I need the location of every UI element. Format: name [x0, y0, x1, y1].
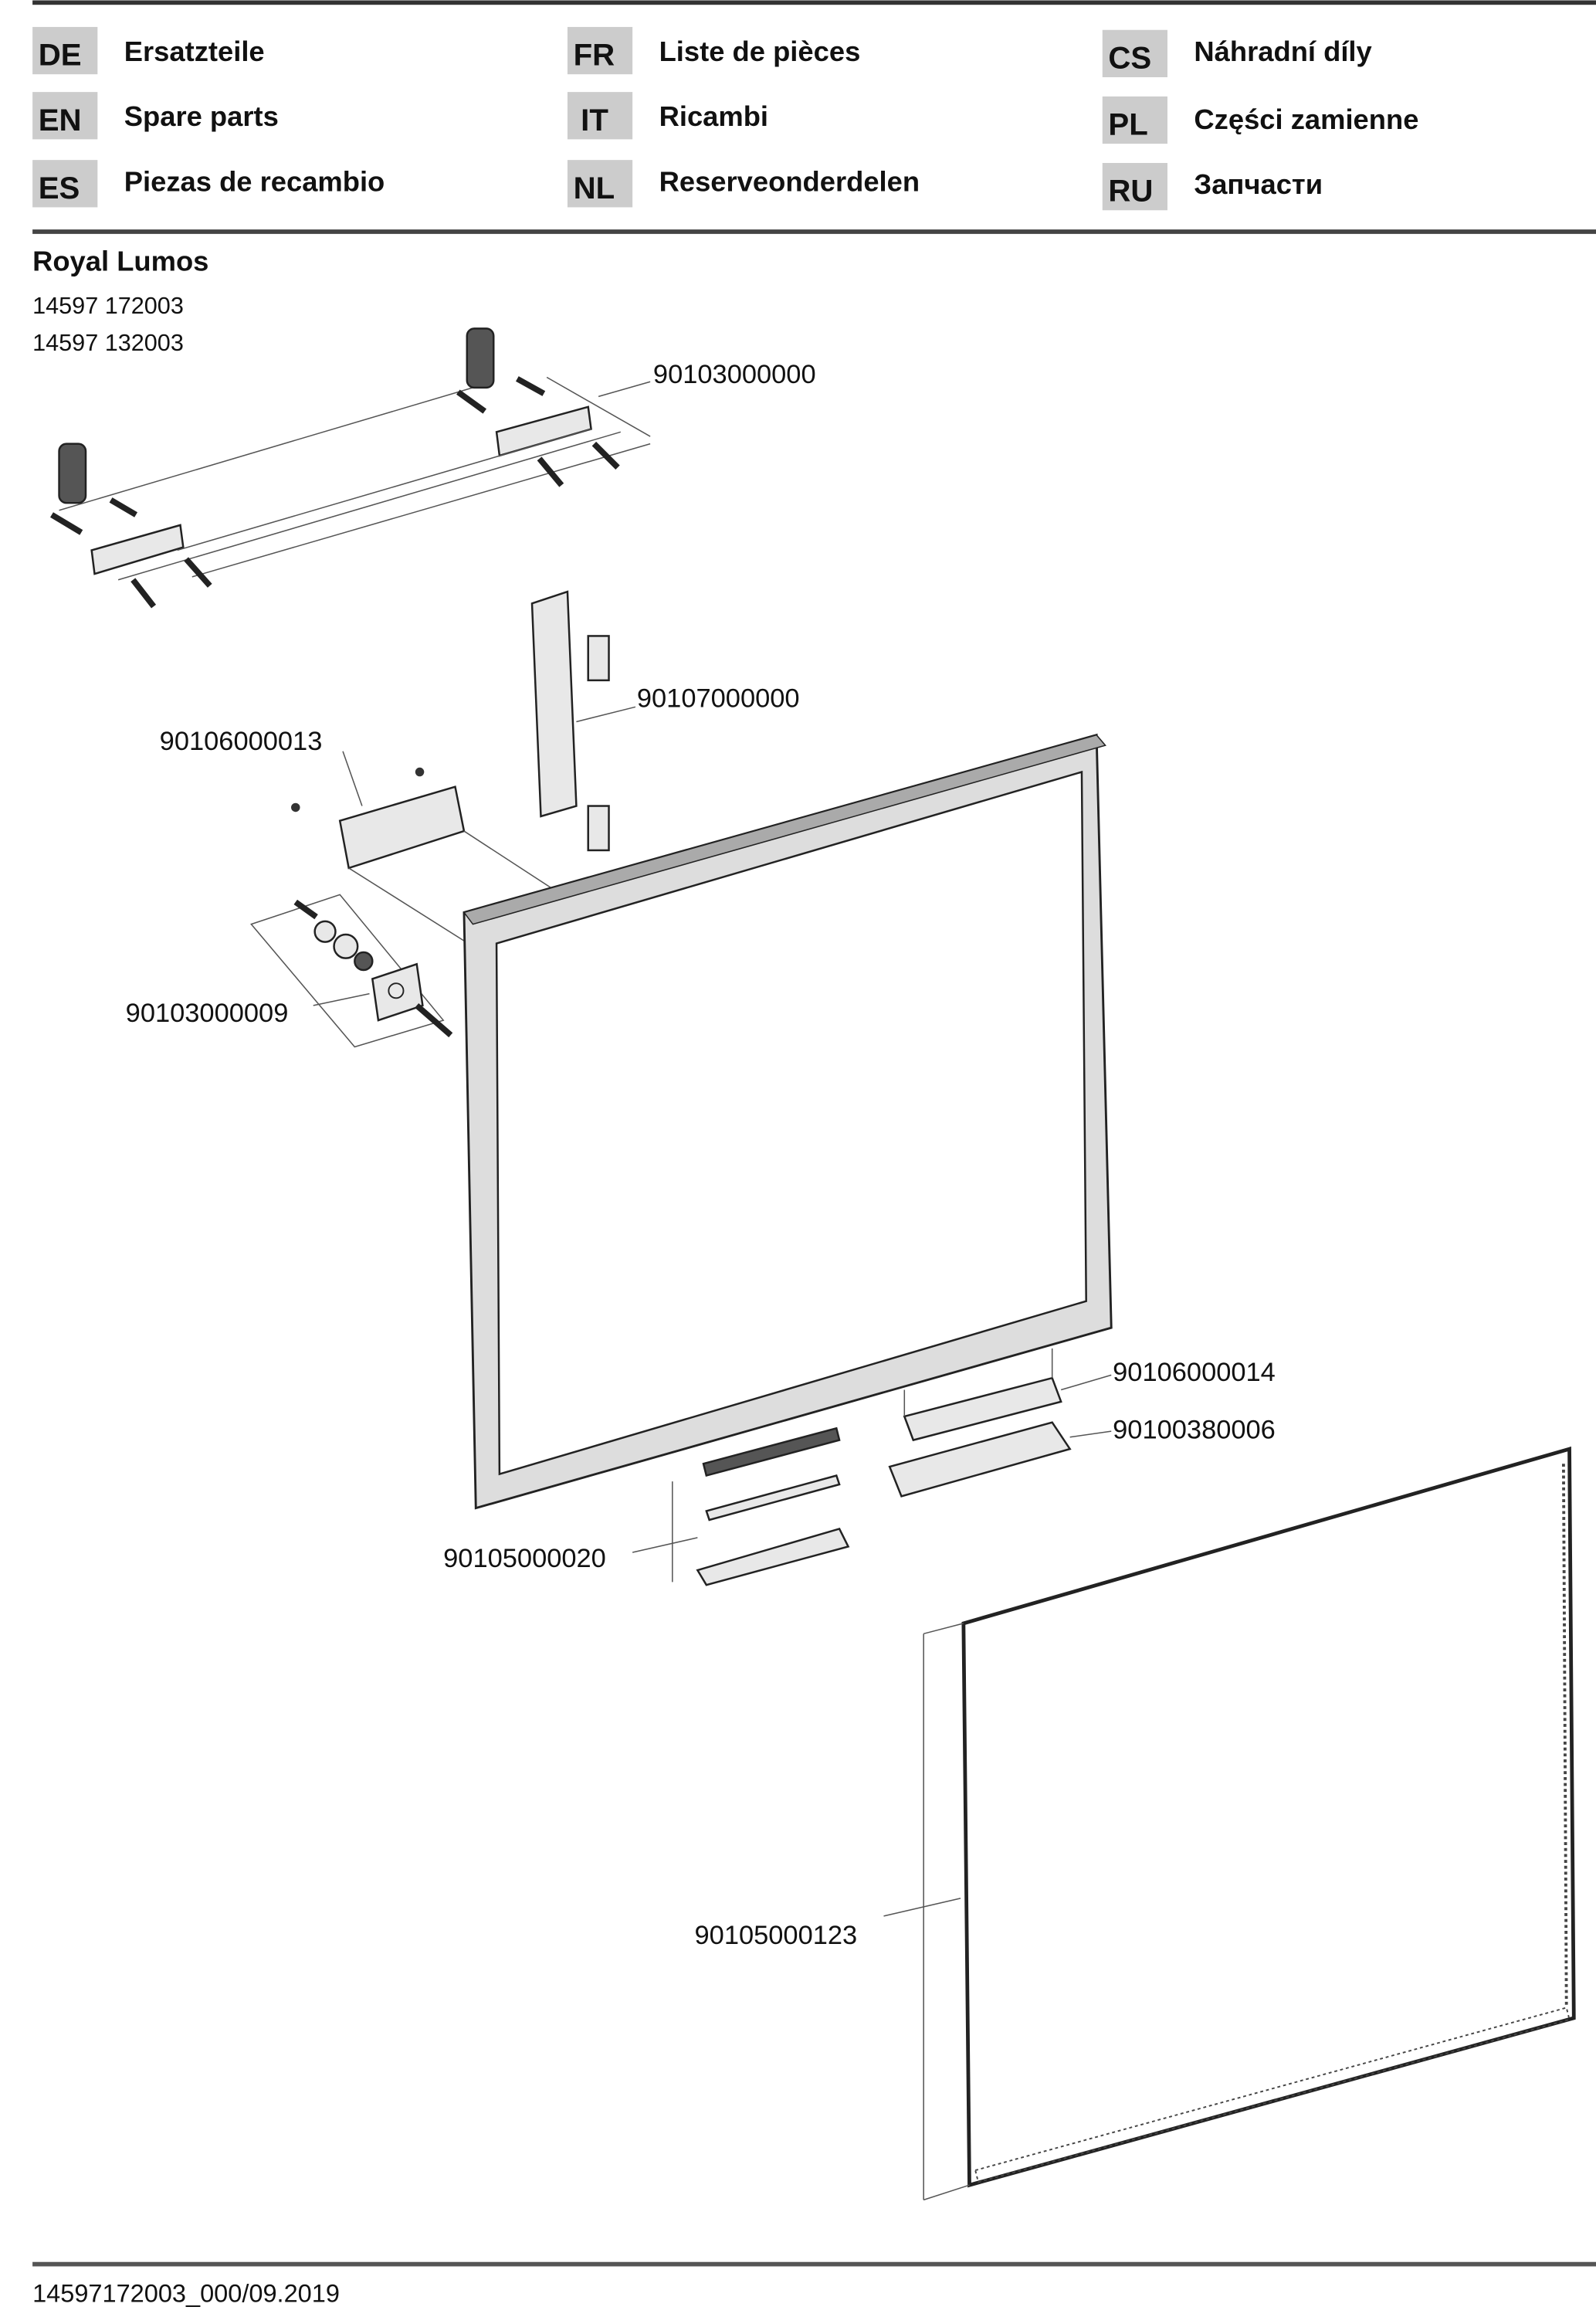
language-pl: PL Części zamienne: [1102, 96, 1418, 144]
header-rule: [32, 229, 1596, 234]
svg-text:PL: PL: [1108, 107, 1147, 142]
sensor-housing-drawing: [291, 767, 562, 948]
svg-text:IT: IT: [581, 103, 608, 137]
switch-set-drawing: [250, 894, 453, 1048]
part-number-label: 90103000000: [653, 360, 816, 389]
part-number-label: 90106000013: [160, 727, 323, 756]
language-en: EN Spare parts: [32, 92, 279, 140]
svg-text:Запчасти: Запчасти: [1194, 168, 1323, 200]
wall-mount-brackets-drawing: [50, 327, 651, 609]
language-nl: NL Reserveonderdelen: [567, 160, 920, 208]
svg-text:Części zamienne: Części zamienne: [1194, 103, 1418, 135]
svg-text:DE: DE: [39, 38, 82, 73]
language-fr: FR Liste de pièces: [567, 26, 861, 75]
article-number: 14597 132003: [32, 330, 184, 356]
svg-text:ES: ES: [39, 171, 80, 205]
language-list: DE Ersatzteile EN Spare parts ES Piezas de …: [32, 26, 1418, 211]
document-id: 14597172003_000/09.2019: [32, 2279, 340, 2307]
language-de: DE Ersatzteile: [32, 26, 265, 75]
svg-text:Reserveonderdelen: Reserveonderdelen: [659, 165, 920, 197]
top-rule: [32, 0, 1596, 5]
mirror-frame-drawing: [463, 733, 1113, 1510]
part-number-label: 90106000014: [1113, 1358, 1276, 1387]
language-ru: RU Запчасти: [1102, 162, 1323, 211]
light-strip-set-drawing: [672, 1426, 850, 1586]
back-panel-drawing: [923, 1446, 1576, 2201]
language-it: IT Ricambi: [567, 92, 768, 140]
language-cs: CS Náhradní díly: [1102, 29, 1373, 77]
part-number-label: 90105000020: [443, 1544, 606, 1573]
svg-text:Ricambi: Ricambi: [659, 100, 768, 132]
svg-text:Spare parts: Spare parts: [124, 100, 279, 132]
part-number-label: 90103000009: [126, 999, 289, 1028]
svg-text:RU: RU: [1108, 174, 1153, 209]
svg-text:NL: NL: [574, 171, 615, 205]
svg-text:EN: EN: [39, 103, 82, 137]
svg-text:Náhradní díly: Náhradní díly: [1194, 36, 1372, 67]
footer-rule: [32, 2261, 1596, 2267]
svg-text:Piezas de recambio: Piezas de recambio: [124, 165, 385, 197]
language-es: ES Piezas de recambio: [32, 160, 385, 208]
driver-unit-drawing: [888, 1348, 1072, 1498]
part-number-label: 90105000123: [695, 1921, 858, 1950]
svg-text:Ersatzteile: Ersatzteile: [124, 36, 265, 67]
side-profile-drawing: [530, 590, 610, 852]
svg-text:CS: CS: [1108, 41, 1151, 76]
part-number-label: 90100380006: [1113, 1416, 1276, 1445]
svg-text:Liste de pièces: Liste de pièces: [659, 36, 861, 67]
svg-text:FR: FR: [574, 38, 615, 73]
article-number: 14597 172003: [32, 293, 184, 319]
part-number-label: 90107000000: [637, 684, 800, 713]
product-name: Royal Lumos: [32, 246, 208, 277]
